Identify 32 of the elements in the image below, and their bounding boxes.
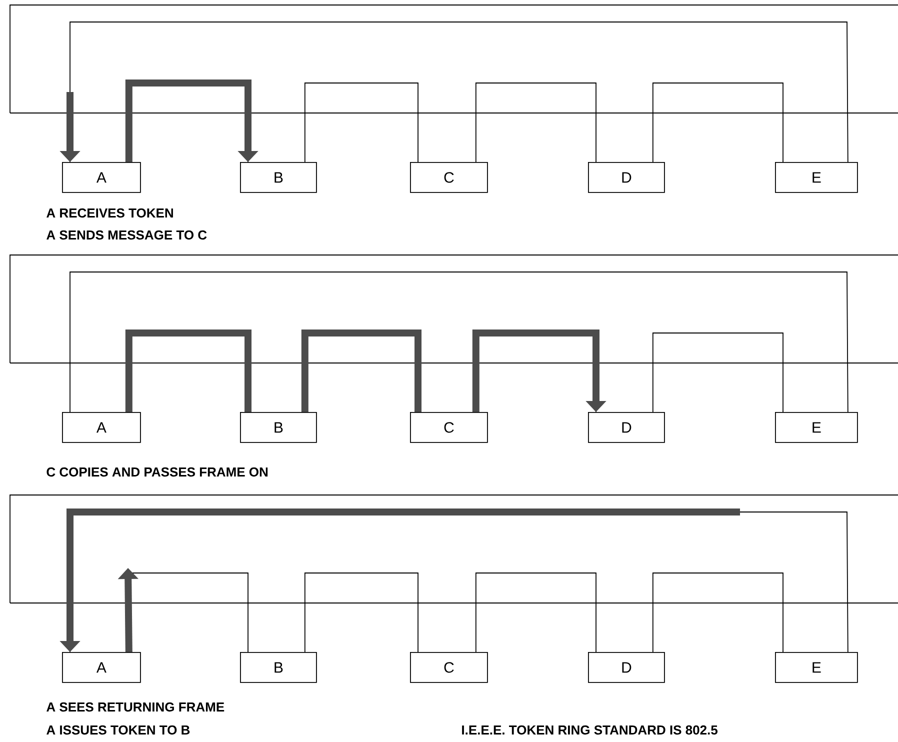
ring-line — [475, 82, 596, 162]
caption-text: A SEES RETURNING FRAME — [46, 702, 224, 712]
station-box: C — [410, 162, 488, 193]
ring-line — [652, 572, 784, 652]
station-box: C — [410, 652, 488, 683]
station-box: B — [240, 652, 317, 683]
station-box: D — [588, 162, 665, 193]
station-box: D — [588, 412, 665, 443]
ring-line — [304, 572, 418, 652]
station-box: E — [775, 412, 858, 443]
station-box: A — [62, 652, 141, 683]
thick-arrow — [125, 80, 258, 162]
ring-line — [475, 572, 596, 652]
station-box: E — [775, 652, 858, 683]
ring-line — [70, 22, 848, 162]
caption-text: C COPIES AND PASSES FRAME ON — [46, 467, 268, 477]
station-box: A — [62, 162, 141, 193]
caption-text: A RECEIVES TOKEN — [46, 208, 173, 218]
station-box: C — [410, 412, 488, 443]
ring-line — [652, 332, 784, 412]
thick-arrow — [472, 330, 606, 412]
station-box: B — [240, 412, 317, 443]
ring-line — [70, 272, 848, 412]
station-box: A — [62, 412, 141, 443]
station-box: D — [588, 652, 665, 683]
station-box: E — [775, 162, 858, 193]
ring-line — [652, 82, 784, 162]
caption-text: A SENDS MESSAGE TO C — [46, 230, 207, 240]
station-box: B — [240, 162, 317, 193]
caption-text: A ISSUES TOKEN TO B — [46, 725, 190, 735]
caption-text: I.E.E.E. TOKEN RING STANDARD IS 802.5 — [462, 725, 718, 735]
ring-line — [304, 82, 418, 162]
